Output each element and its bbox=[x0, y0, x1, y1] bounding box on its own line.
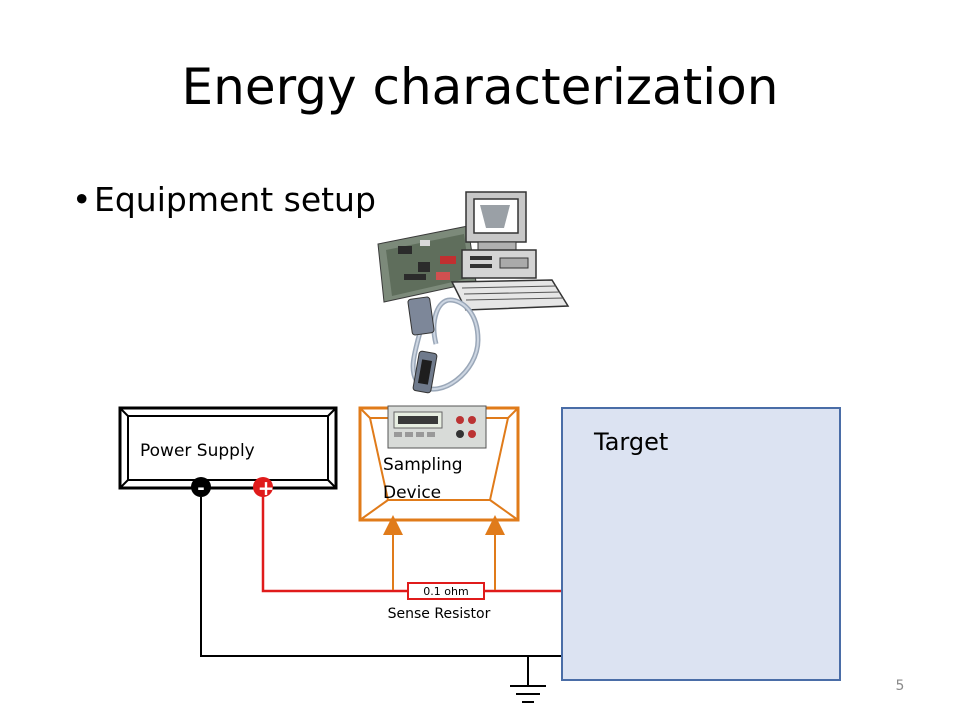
negative-terminal bbox=[191, 477, 211, 497]
red-supply-wire-left bbox=[261, 497, 408, 593]
bullet-dot-icon: • bbox=[72, 180, 92, 219]
positive-terminal-label: + bbox=[258, 476, 275, 500]
power-supply-label: Power Supply bbox=[140, 441, 255, 461]
target-board: Target bbox=[561, 407, 841, 681]
bullet-text: Equipment setup bbox=[94, 180, 376, 219]
bullet-item: •Equipment setup bbox=[72, 180, 376, 219]
daq-card-icon bbox=[377, 225, 477, 303]
cable-icon bbox=[407, 296, 481, 394]
black-ground-wire bbox=[200, 497, 562, 657]
resistor-value: 0.1 ohm bbox=[423, 585, 468, 598]
multimeter-icon bbox=[387, 405, 487, 449]
positive-terminal bbox=[253, 477, 273, 497]
sampling-device: Sampling Device bbox=[358, 405, 520, 522]
slide-title: Energy characterization bbox=[181, 58, 779, 116]
negative-terminal-label: - bbox=[197, 478, 204, 499]
power-supply: Power Supply - + bbox=[118, 406, 338, 500]
sampling-device-label-line2: Device bbox=[383, 483, 441, 503]
resistor-caption: Sense Resistor bbox=[388, 606, 491, 622]
computer-icon bbox=[450, 191, 570, 311]
sense-resistor: 0.1 ohm Sense Resistor bbox=[388, 582, 491, 622]
ground-icon bbox=[510, 656, 546, 703]
target-label: Target bbox=[593, 428, 668, 456]
sampling-device-label-line1: Sampling bbox=[383, 455, 463, 475]
page-number: 5 bbox=[895, 678, 905, 694]
